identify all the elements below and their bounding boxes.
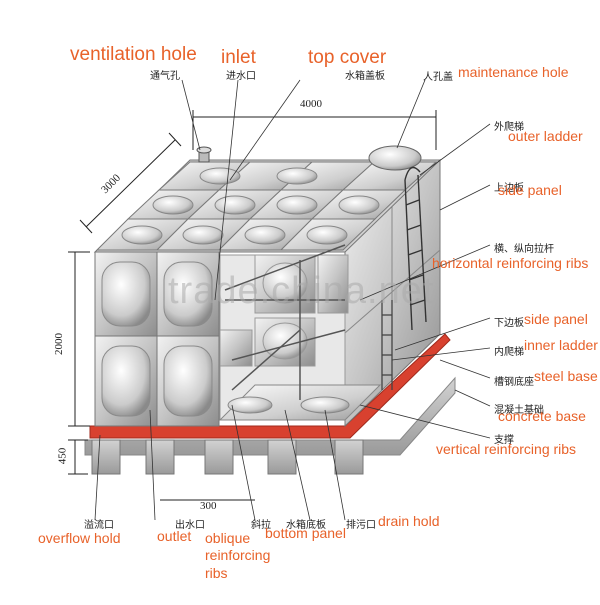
dimension-length: 4000 [300,98,322,110]
maintenance-hole-cover [368,145,422,171]
front-wall-panels [94,251,220,427]
label-vertical-ribs-zh: 支撑 [494,435,514,446]
label-outlet: outlet [157,528,192,544]
label-outer-ladder: outer ladder [508,128,583,144]
label-outer-ladder-zh: 外爬梯 [494,122,524,133]
leader-lines [94,79,491,521]
label-inlet-zh: 进水口 [226,71,256,82]
label-bottom-panel-zh: 水箱底板 [286,520,326,531]
label-oblique-ribs-line3: ribs [205,565,228,581]
label-oblique-ribs-zh: 斜拉 [251,520,271,531]
label-maintenance-hole: maintenance hole [458,64,569,80]
label-overflow-hold: overflow hold [38,530,121,546]
label-top-cover-zh: 水箱盖板 [345,71,385,82]
label-oblique-ribs-line2: reinforcing [205,547,271,563]
label-bottom-panel: bottom panel [265,525,346,541]
outer-ladder [404,166,427,331]
label-side-panel-lower-zh: 下边板 [494,318,524,329]
label-steel-base: steel base [534,368,598,384]
label-ventilation-hole: ventilation hole [70,44,197,65]
label-inner-ladder-zh: 内爬梯 [494,347,524,358]
label-drain-hold: drain hold [378,513,440,529]
label-top-cover: top cover [308,47,387,68]
label-side-panel-lower: side panel [524,311,588,327]
interior-cutaway [218,244,393,421]
label-horizontal-ribs-zh: 横、纵向拉杆 [494,244,554,255]
label-outlet-zh: 出水口 [175,520,205,531]
dimension-height: 2000 [53,333,65,355]
concrete-base [84,376,456,475]
watermark: trade.china.net [168,270,435,312]
top-cover-panels [93,145,442,253]
label-maintenance-hole-zh: 人孔盖 [423,72,453,83]
label-inner-ladder: inner ladder [524,337,598,353]
label-overflow-hold-zh: 溢流口 [84,520,114,531]
label-horizontal-ribs: horizontal reinforcing ribs [432,255,589,271]
label-drain-hold-zh: 排污口 [346,520,376,531]
label-side-panel-upper-zh: 上边板 [494,183,524,194]
label-concrete-base: concrete base [498,408,586,424]
dimension-base-height: 450 [56,447,69,465]
label-side-panel-upper: side panel [498,182,562,198]
label-inlet: inlet [221,47,256,68]
label-concrete-base-zh: 混凝土基础 [494,405,544,416]
label-vertical-ribs: vertical reinforcing ribs [436,441,577,457]
label-steel-base-zh: 槽钢底座 [494,377,534,388]
dimension-lines [68,110,437,501]
label-oblique-ribs-line1: oblique [205,530,251,546]
dimension-support-spacing: 300 [200,500,217,512]
label-ventilation-hole-zh: 通气孔 [150,71,180,82]
